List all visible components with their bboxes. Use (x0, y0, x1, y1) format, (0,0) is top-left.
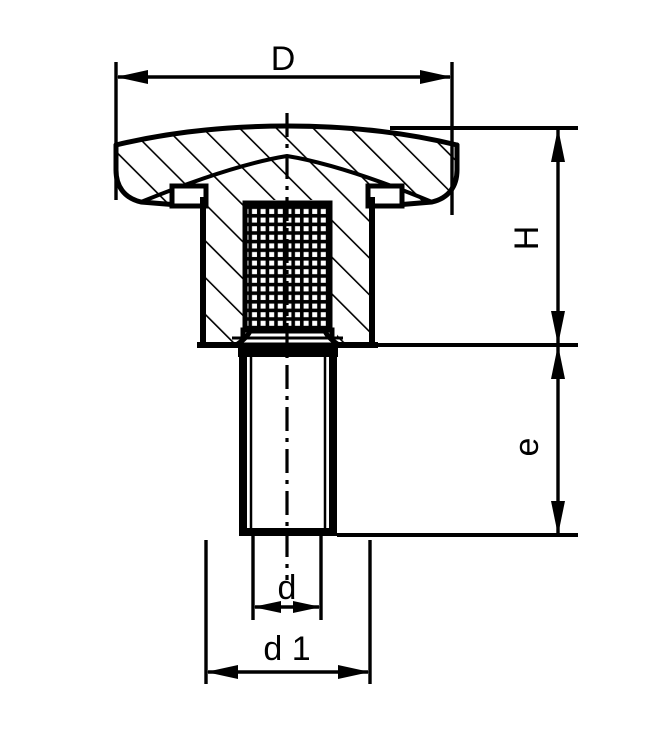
knurled-insert (242, 200, 333, 333)
d1-arrow-right (338, 665, 370, 679)
dimension-label-d: d (278, 569, 297, 607)
D-arrow-right (420, 70, 452, 84)
dimension-label-d1: d 1 (263, 630, 310, 668)
dimension-e: e (508, 345, 565, 535)
D-arrow-left (116, 70, 148, 84)
left-notch (169, 183, 209, 209)
dimension-D: D (114, 40, 454, 215)
dimension-d1: d 1 (204, 540, 372, 684)
H-arrow-top (551, 128, 565, 162)
dimension-label-e: e (508, 438, 546, 457)
dimension-label-H: H (508, 226, 546, 251)
dimension-label-D: D (271, 40, 296, 78)
reference-lines (337, 126, 578, 537)
d-arrow-left (253, 601, 281, 613)
e-arrow-bottom (551, 501, 565, 535)
wing-recess-notches (169, 183, 405, 209)
dimension-H: H (508, 128, 565, 345)
e-arrow-top (551, 345, 565, 379)
H-arrow-bottom (551, 311, 565, 345)
d-arrow-right (293, 601, 321, 613)
d1-arrow-left (206, 665, 238, 679)
dimension-d: d (251, 532, 323, 620)
right-notch (365, 183, 405, 209)
